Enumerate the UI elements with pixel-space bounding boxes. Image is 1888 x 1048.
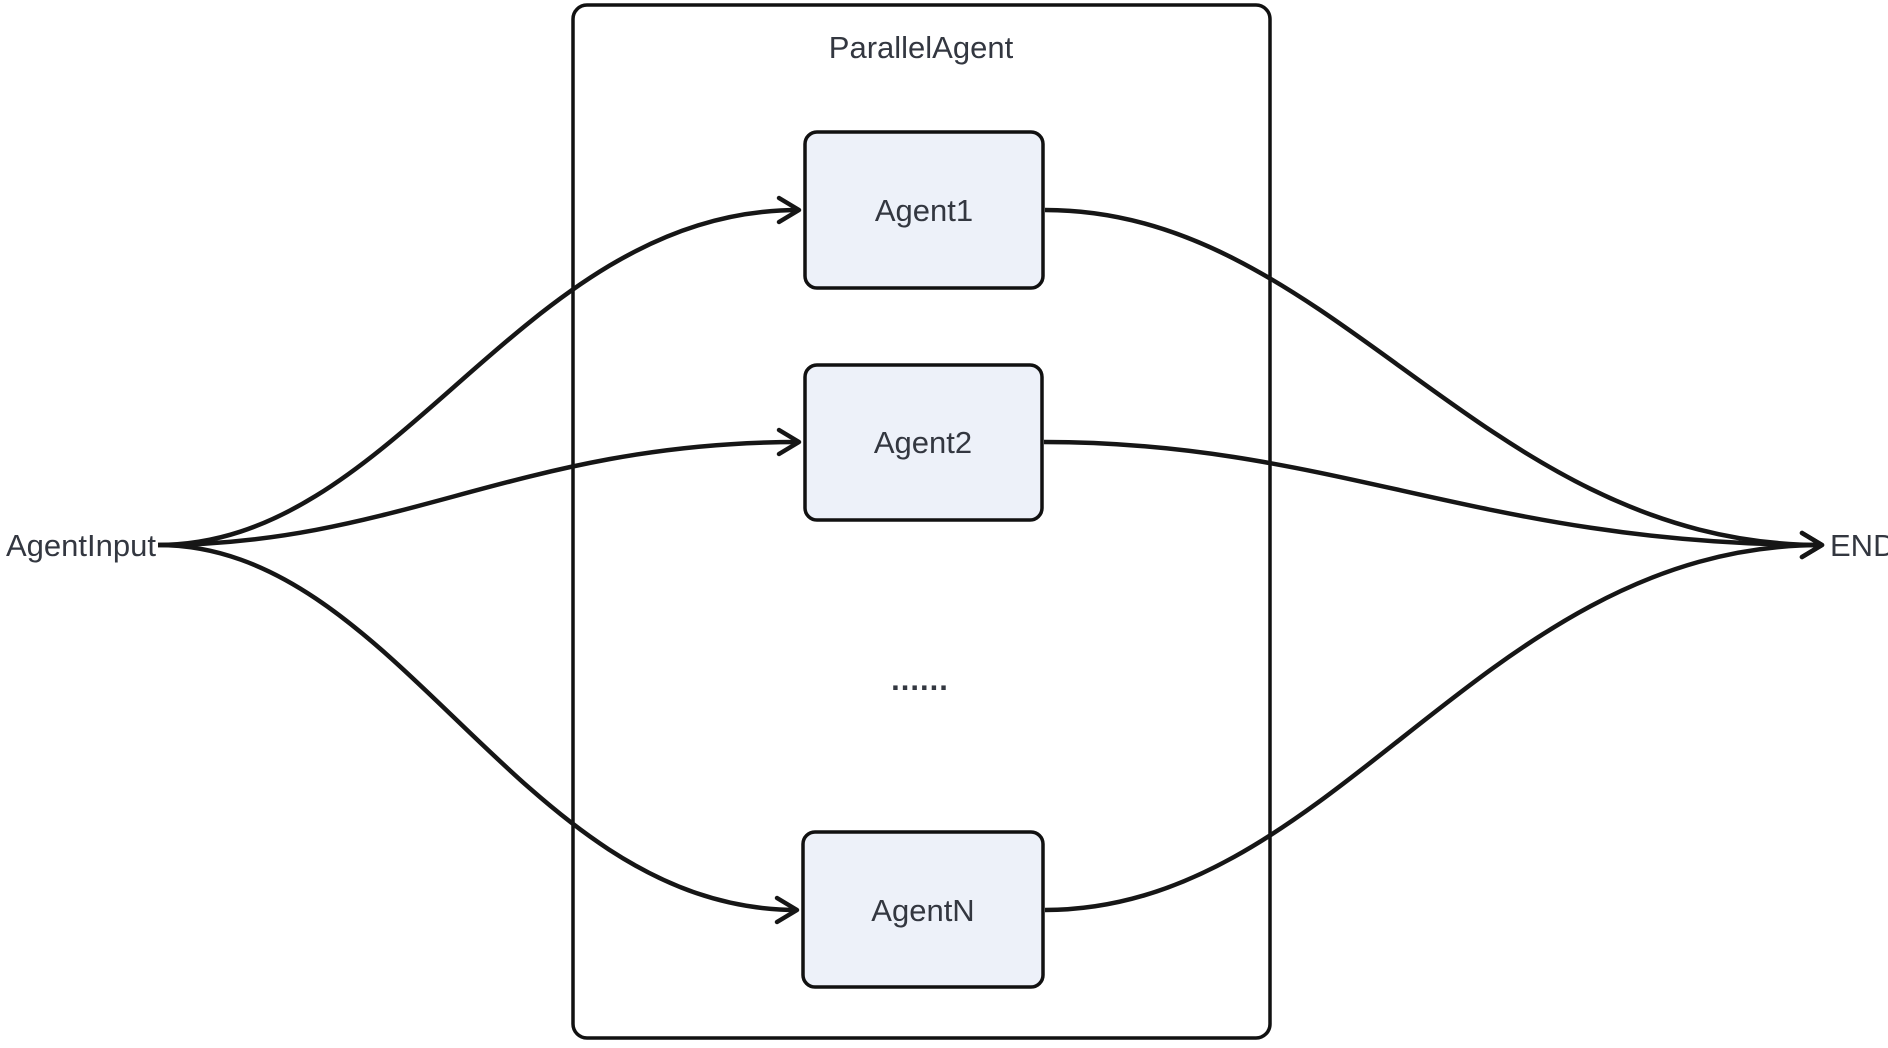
edge-agent2-to-end [1043,439,1825,560]
node-agentn-box [801,830,1045,989]
node-agent1-box [803,130,1045,290]
node-ellipsis-label: ...... [891,662,949,697]
node-agent1-label: Agent1 [875,193,973,228]
node-agent2-label: Agent2 [874,425,972,460]
node-ellipsis: ...... [891,662,949,697]
edge-agentn-to-end [1044,530,1825,913]
node-end-label: END [1830,528,1888,563]
node-agentn: AgentN [801,830,1045,989]
edge-agent1-to-end [1044,207,1825,560]
edge-agentinput-to-agent2 [157,427,802,548]
node-agent1: Agent1 [803,130,1045,290]
node-end: END [1830,528,1888,563]
node-agentinput: AgentInput [6,528,156,563]
node-agentn-label: AgentN [871,893,974,928]
node-agent2: Agent2 [803,363,1044,522]
edge-agentinput-to-agent1 [157,195,802,548]
node-agent2-box [803,363,1044,522]
parallel-agent-container-label: ParallelAgent [829,30,1014,65]
edge-agentinput-to-agentn [157,542,800,925]
node-agentinput-label: AgentInput [6,528,156,563]
